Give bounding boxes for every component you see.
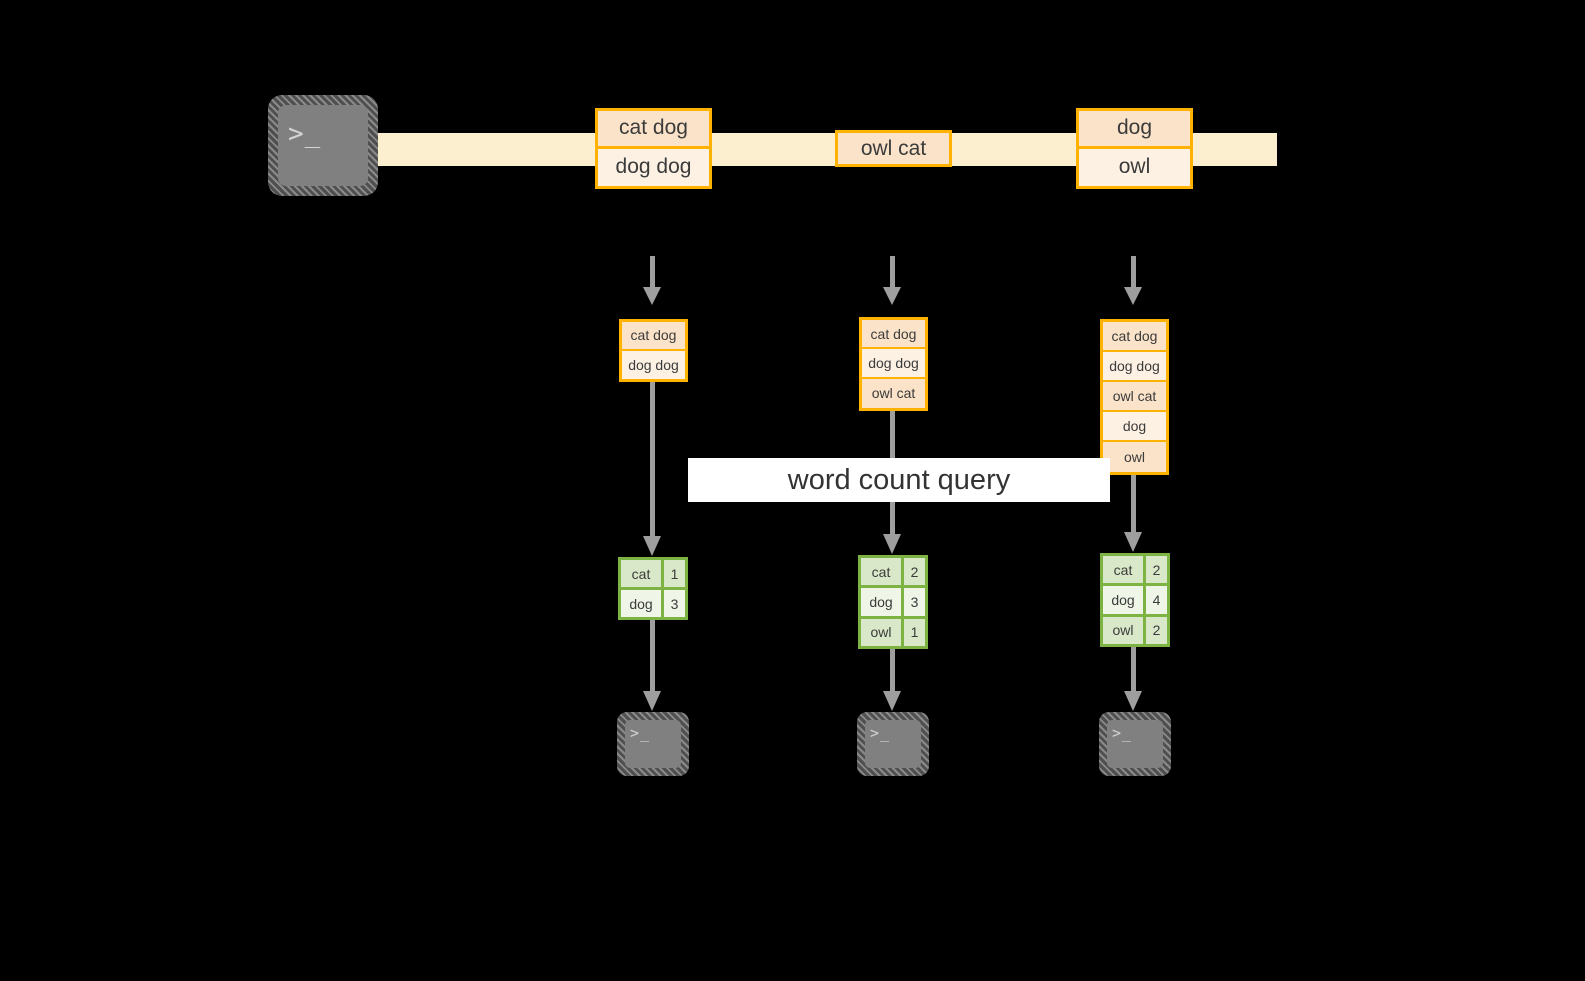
sink-terminal-face: >_ (1107, 720, 1163, 768)
sink-line-2 (890, 649, 895, 692)
record-row: dog dog (862, 349, 925, 379)
record-row: dog dog (622, 350, 685, 379)
record-row: cat dog (1103, 322, 1166, 352)
result-count: 1 (904, 618, 925, 646)
record-row: cat dog (862, 320, 925, 350)
record-row: dog dog (1103, 352, 1166, 382)
result-count: 2 (1146, 556, 1167, 584)
record-row: dog (1103, 412, 1166, 442)
terminal-prompt-icon: >_ (288, 119, 322, 149)
snapshot-2-result[interactable]: cat 2 dog 3 owl 1 (858, 555, 928, 649)
trigger-line-3 (1131, 256, 1136, 288)
result-word: dog (621, 590, 664, 617)
snapshot-3-result[interactable]: cat 2 dog 4 owl 2 (1100, 553, 1170, 647)
result-count: 1 (664, 560, 685, 587)
trigger-arrowhead-2 (883, 287, 901, 305)
sink-terminal-face: >_ (625, 720, 681, 768)
table-row: owl 1 (861, 618, 925, 646)
query-arrowhead-1 (643, 536, 661, 556)
result-word: owl (861, 618, 904, 646)
record-row: owl cat (838, 133, 949, 164)
result-count: 2 (1146, 616, 1167, 644)
snapshot-3-sink-terminal[interactable]: >_ (1099, 712, 1171, 776)
result-count: 2 (904, 558, 925, 586)
terminal-prompt-icon: >_ (870, 724, 891, 742)
record-row: owl (1079, 148, 1190, 186)
result-word: cat (1103, 556, 1146, 584)
query-line-1 (650, 382, 655, 537)
result-word: owl (1103, 616, 1146, 644)
record-row: owl cat (1103, 382, 1166, 412)
source-terminal[interactable]: >_ (268, 95, 378, 196)
timeline-arrowhead (1277, 127, 1307, 171)
result-count: 4 (1146, 586, 1167, 614)
result-word: dog (1103, 586, 1146, 614)
trigger-arrowhead-1 (643, 287, 661, 305)
sink-arrowhead-1 (643, 691, 661, 711)
table-row: cat 1 (621, 560, 685, 590)
query-arrowhead-2 (883, 534, 901, 554)
sink-line-1 (650, 620, 655, 692)
record-row: owl (1103, 442, 1166, 472)
snapshot-1-result[interactable]: cat 1 dog 3 (618, 557, 688, 620)
result-count: 3 (664, 590, 685, 617)
record-row: dog (1079, 111, 1190, 149)
record-row: dog dog (598, 148, 709, 186)
sink-arrowhead-2 (883, 691, 901, 711)
trigger-line-1 (650, 256, 655, 288)
record-row: owl cat (862, 378, 925, 408)
sink-terminal-face: >_ (865, 720, 921, 768)
table-row: dog 4 (1103, 586, 1167, 617)
sink-arrowhead-3 (1124, 691, 1142, 711)
table-row: dog 3 (861, 588, 925, 619)
query-arrowhead-3 (1124, 532, 1142, 552)
result-word: dog (861, 588, 904, 616)
query-label-text: word count query (787, 463, 1011, 496)
table-row: cat 2 (1103, 556, 1167, 587)
timeline-batch-2[interactable]: owl cat (835, 130, 952, 167)
table-row: cat 2 (861, 558, 925, 589)
snapshot-1-input[interactable]: cat dog dog dog (619, 319, 688, 382)
trigger-line-2 (890, 256, 895, 288)
snapshot-2-input[interactable]: cat dog dog dog owl cat (859, 317, 928, 411)
query-label-band: word count query (688, 458, 1110, 502)
table-row: dog 3 (621, 590, 685, 617)
source-terminal-face: >_ (278, 105, 368, 186)
query-line-3 (1131, 475, 1136, 533)
sink-line-3 (1131, 647, 1136, 692)
table-row: owl 2 (1103, 616, 1167, 644)
terminal-prompt-icon: >_ (630, 724, 651, 742)
trigger-arrowhead-3 (1124, 287, 1142, 305)
snapshot-2-sink-terminal[interactable]: >_ (857, 712, 929, 776)
result-count: 3 (904, 588, 925, 616)
result-word: cat (621, 560, 664, 587)
snapshot-3-input[interactable]: cat dog dog dog owl cat dog owl (1100, 319, 1169, 475)
terminal-prompt-icon: >_ (1112, 724, 1133, 742)
snapshot-1-sink-terminal[interactable]: >_ (617, 712, 689, 776)
result-word: cat (861, 558, 904, 586)
record-row: cat dog (622, 322, 685, 351)
timeline-batch-1[interactable]: cat dog dog dog (595, 108, 712, 189)
record-row: cat dog (598, 111, 709, 149)
timeline-batch-3[interactable]: dog owl (1076, 108, 1193, 189)
